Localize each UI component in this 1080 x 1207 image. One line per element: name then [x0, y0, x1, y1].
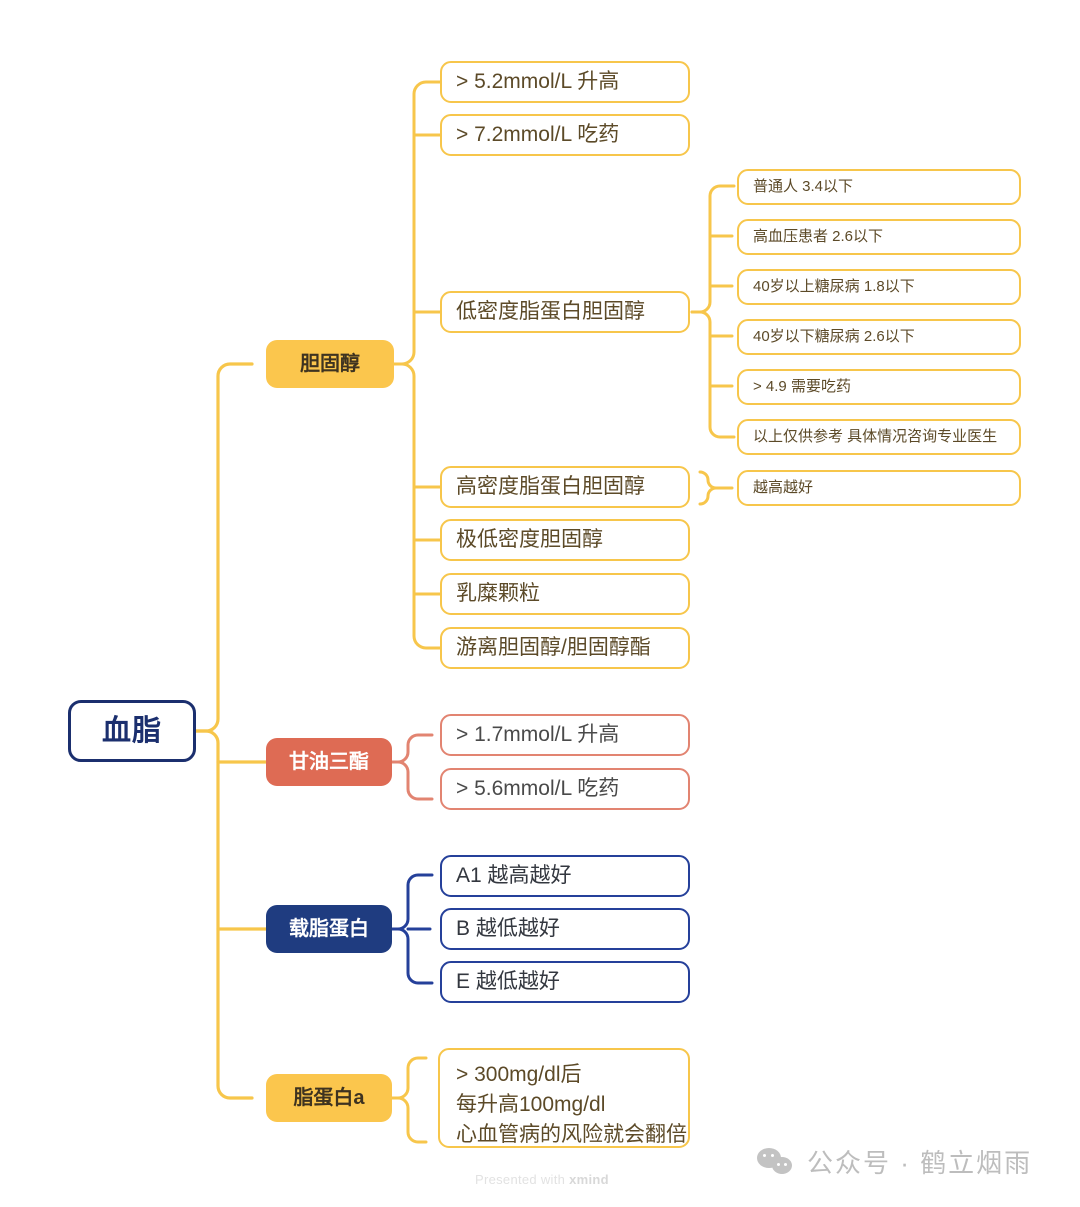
brace-lpa-upper	[390, 1056, 428, 1100]
leaf-apolipoprotein-a1[interactable]: A1 越高越好	[440, 855, 690, 897]
brace-hdl	[698, 470, 717, 506]
wechat-icon	[757, 1147, 795, 1177]
root-node[interactable]: 血脂	[68, 700, 196, 762]
leaf-ldl-4[interactable]: 40岁以下糖尿病 2.6以下	[737, 319, 1021, 355]
xmind-watermark-prefix: Presented with	[475, 1172, 570, 1187]
leaf-ldl-5[interactable]: > 4.9 需要吃药	[737, 369, 1021, 405]
node-ldl-cholesterol[interactable]: 低密度脂蛋白胆固醇	[440, 291, 690, 333]
leaf-cholesterol-chylomicron[interactable]: 乳糜颗粒	[440, 573, 690, 615]
leaf-cholesterol-vldl[interactable]: 极低密度胆固醇	[440, 519, 690, 561]
brace-cholesterol-upper	[392, 80, 442, 366]
leaf-hdl-1[interactable]: 越高越好	[737, 470, 1021, 506]
wechat-watermark-text: 公众号 · 鹤立烟雨	[807, 1148, 1033, 1178]
brace-cholesterol-lower	[392, 362, 442, 650]
xmind-watermark: Presented with xmind	[475, 1172, 609, 1187]
leaf-ldl-1[interactable]: 普通人 3.4以下	[737, 169, 1021, 205]
brace-apo-lower	[390, 927, 434, 985]
leaf-ldl-6[interactable]: 以上仅供参考 具体情况咨询专业医生	[737, 419, 1021, 455]
leaf-ldl-2[interactable]: 高血压患者 2.6以下	[737, 219, 1021, 255]
leaf-ldl-3[interactable]: 40岁以上糖尿病 1.8以下	[737, 269, 1021, 305]
brace-ldl-lower	[690, 310, 736, 439]
xmind-watermark-brand: xmind	[569, 1172, 609, 1187]
brace-tg-lower	[390, 760, 434, 801]
leaf-apolipoprotein-e[interactable]: E 越低越好	[440, 961, 690, 1003]
brace-root-lower	[194, 729, 254, 1100]
branch-node-cholesterol[interactable]: 胆固醇	[266, 340, 394, 388]
leaf-cholesterol-1[interactable]: > 5.2mmol/L 升高	[440, 61, 690, 103]
brace-root	[194, 362, 254, 733]
leaf-triglyceride-1[interactable]: > 1.7mmol/L 升高	[440, 714, 690, 756]
branch-node-triglyceride[interactable]: 甘油三酯	[266, 738, 392, 786]
leaf-cholesterol-2[interactable]: > 7.2mmol/L 吃药	[440, 114, 690, 156]
branch-node-apolipoprotein[interactable]: 载脂蛋白	[266, 905, 392, 953]
wechat-watermark: 公众号 · 鹤立烟雨	[757, 1143, 1032, 1180]
brace-tg-upper	[390, 733, 434, 764]
leaf-triglyceride-2[interactable]: > 5.6mmol/L 吃药	[440, 768, 690, 810]
brace-ldl-upper	[690, 184, 736, 314]
node-hdl-cholesterol[interactable]: 高密度脂蛋白胆固醇	[440, 466, 690, 508]
leaf-apolipoprotein-b[interactable]: B 越低越好	[440, 908, 690, 950]
leaf-lipoprotein-a-1[interactable]: > 300mg/dl后 每升高100mg/dl 心血管病的风险就会翻倍	[438, 1048, 690, 1148]
brace-apo-upper	[390, 873, 434, 931]
brace-lpa-lower	[390, 1096, 428, 1144]
branch-node-lipoprotein-a[interactable]: 脂蛋白a	[266, 1074, 392, 1122]
leaf-cholesterol-free-ester[interactable]: 游离胆固醇/胆固醇酯	[440, 627, 690, 669]
